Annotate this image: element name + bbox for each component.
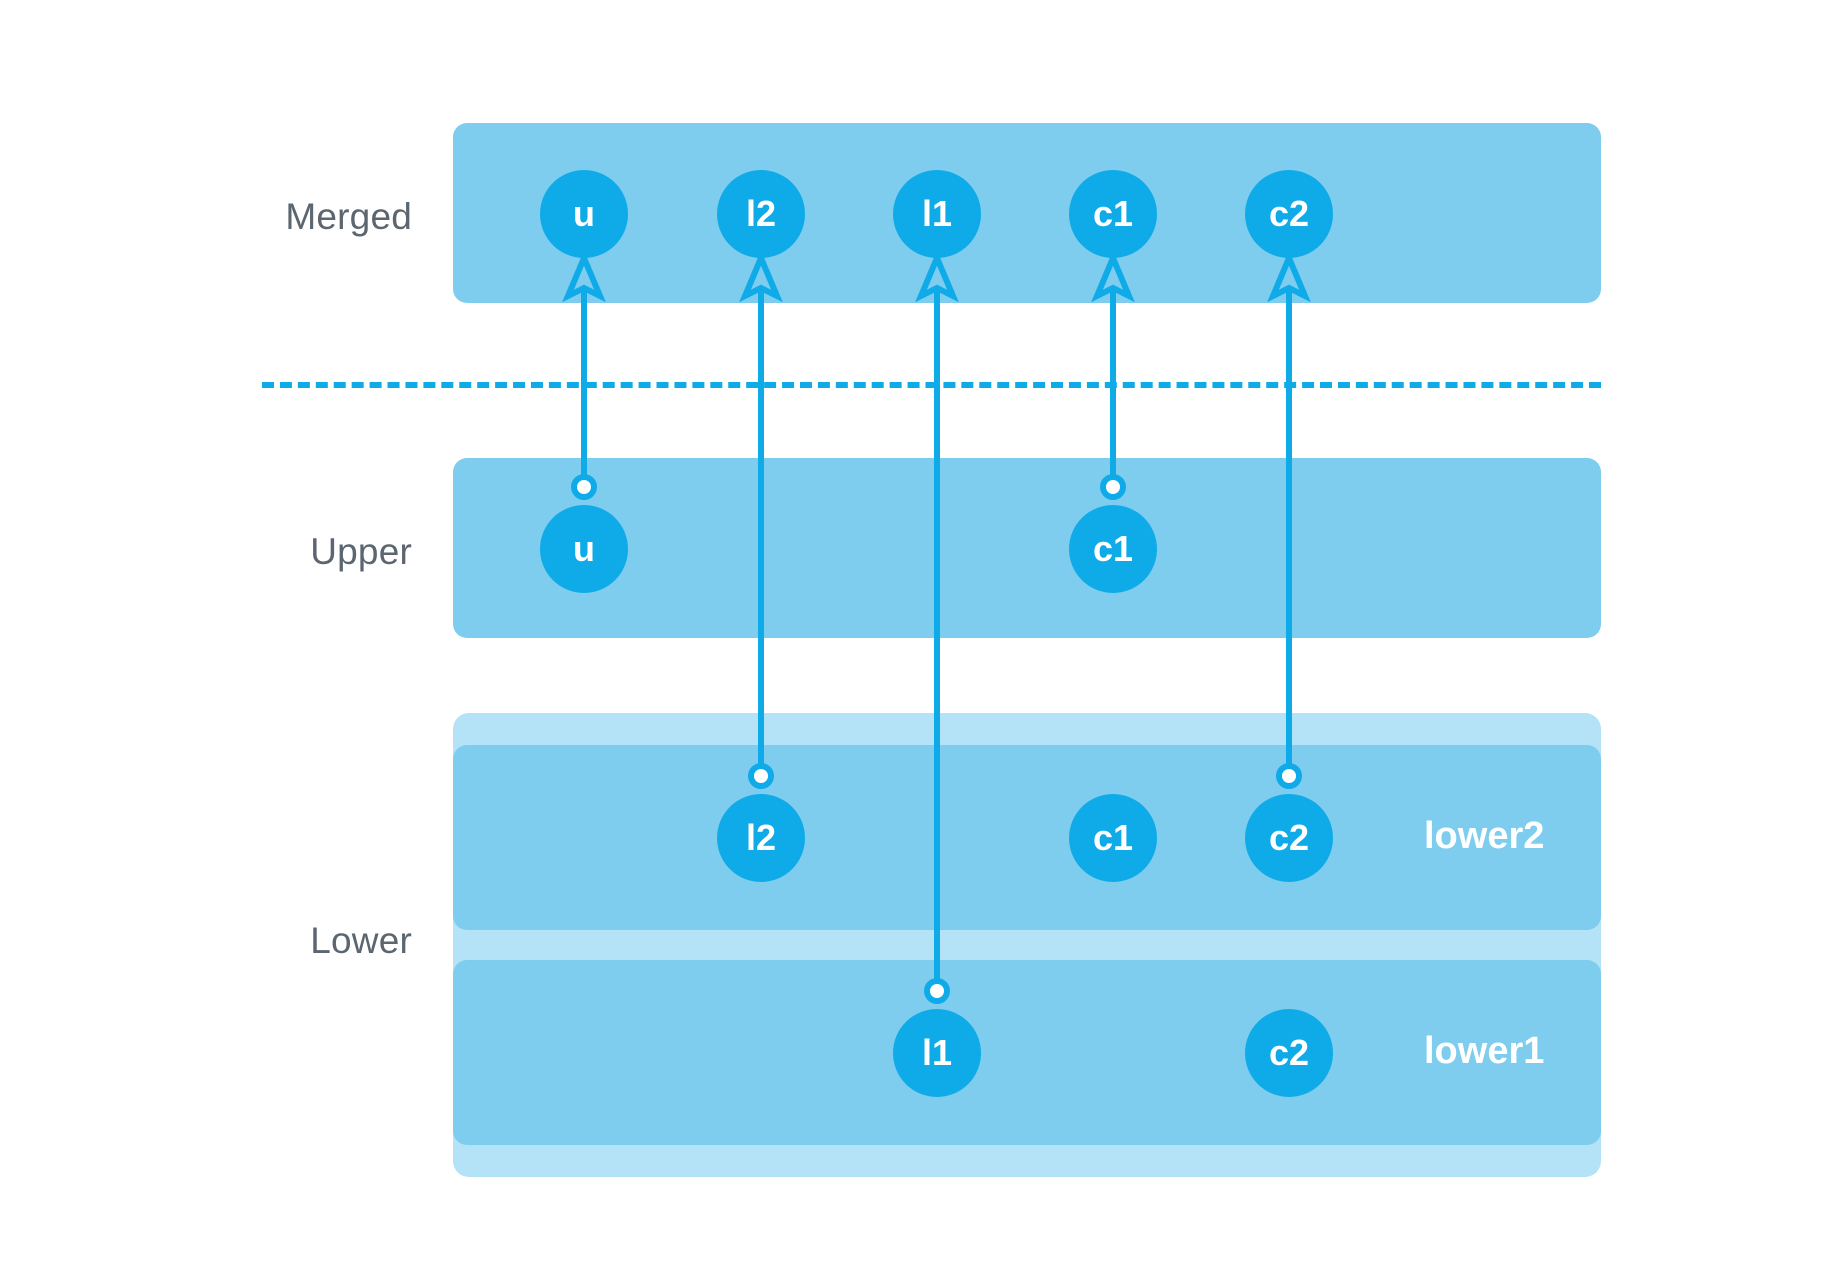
node-lower1-c2[interactable]: c2 [1245,1009,1333,1097]
band-lower2 [453,745,1601,930]
node-lower2-c1[interactable]: c1 [1069,794,1157,882]
merge-separator-dashed-line [262,382,1601,388]
node-merged-u[interactable]: u [540,170,628,258]
node-lower1-l1[interactable]: l1 [893,1009,981,1097]
node-lower2-c2[interactable]: c2 [1245,794,1333,882]
node-upper-u[interactable]: u [540,505,628,593]
band-lower1 [453,960,1601,1145]
node-lower2-l2[interactable]: l2 [717,794,805,882]
node-merged-c2[interactable]: c2 [1245,170,1333,258]
node-merged-l1[interactable]: l1 [893,170,981,258]
row-label-upper: Upper [310,531,412,572]
band-merged [453,123,1601,303]
node-merged-c1[interactable]: c1 [1069,170,1157,258]
band-upper [453,458,1601,638]
node-upper-c1[interactable]: c1 [1069,505,1157,593]
row-label-merged: Merged [285,196,412,237]
node-merged-l2[interactable]: l2 [717,170,805,258]
band-label-lower2: lower2 [1424,815,1545,857]
row-label-lower: Lower [310,920,412,961]
band-label-lower1: lower1 [1424,1030,1545,1072]
